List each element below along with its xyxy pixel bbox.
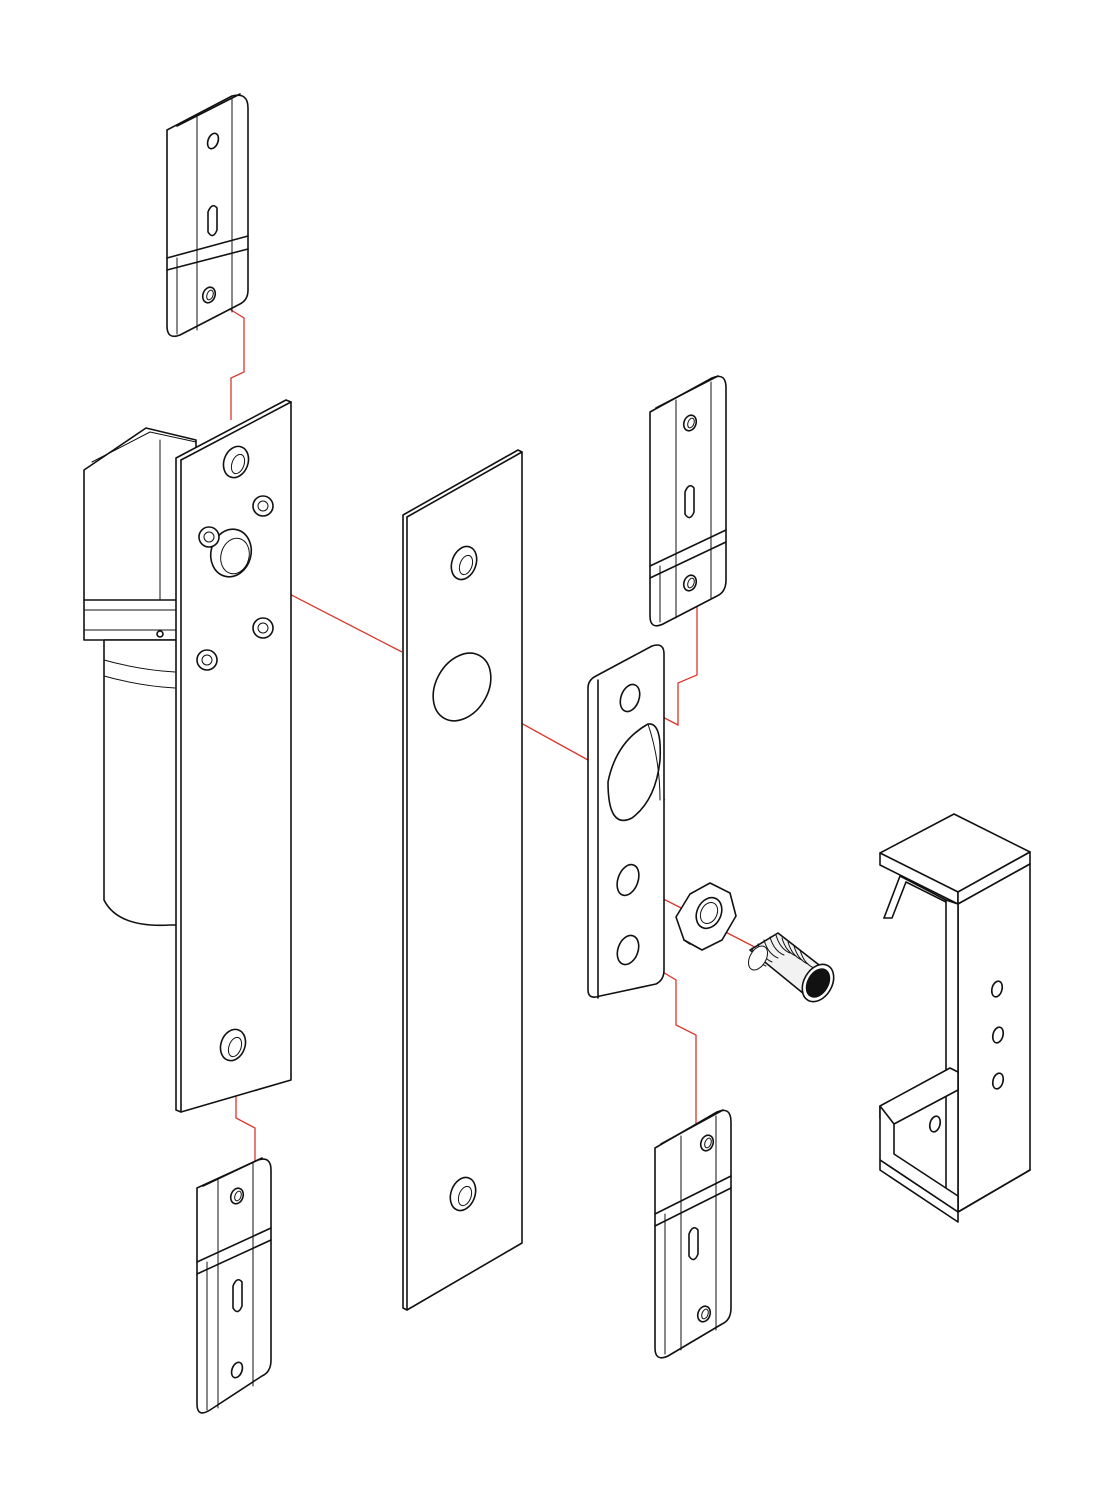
top-left-mounting-bracket (166, 93, 249, 338)
cover-plate (402, 449, 523, 1311)
torx-screw (198, 526, 220, 548)
upper-right-mounting-bracket (649, 375, 727, 627)
hex-nut (675, 882, 737, 951)
bottom-left-mounting-bracket (196, 1157, 272, 1414)
threaded-bushing (748, 932, 835, 1003)
torx-screw (196, 649, 218, 671)
lock-faceplate (175, 399, 292, 1113)
bushing-threads (751, 934, 815, 969)
torx-screw (252, 495, 274, 517)
lower-right-mounting-bracket (654, 1109, 732, 1359)
leader-top-bracket-to-faceplate (209, 296, 245, 420)
u-shaped-strike-box (879, 813, 1031, 1223)
torx-screw (252, 617, 274, 639)
strike-plate (587, 644, 665, 999)
lock-body-housing (83, 427, 197, 927)
